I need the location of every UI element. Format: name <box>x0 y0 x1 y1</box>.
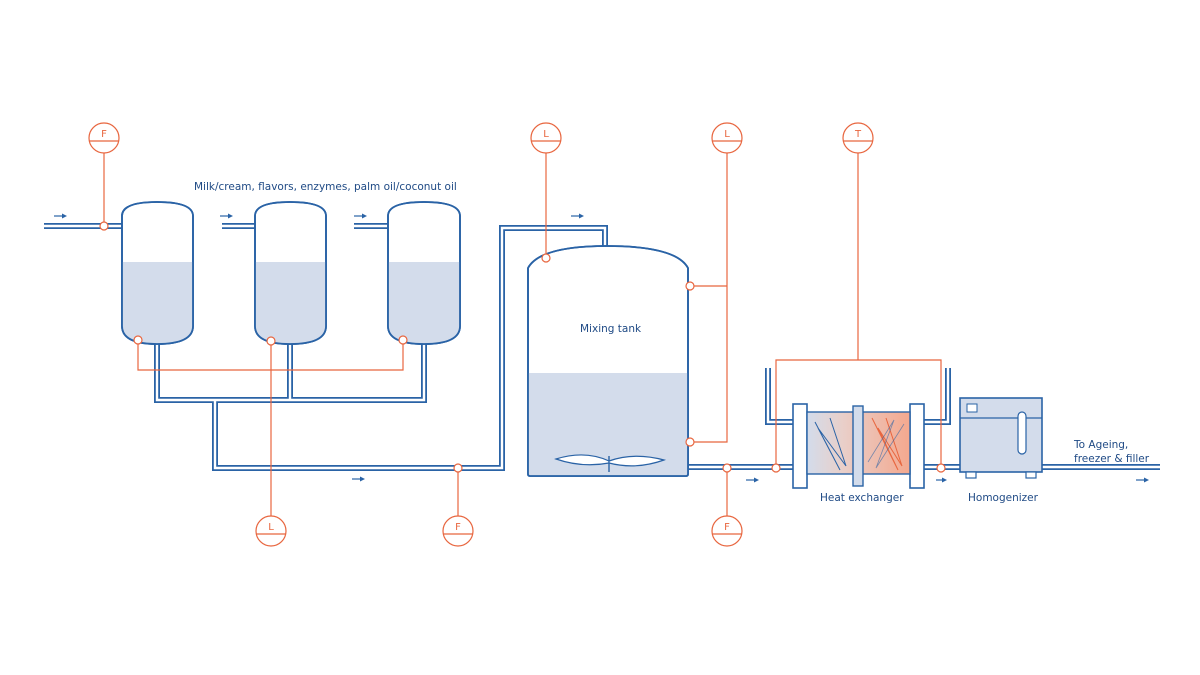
sensor-ports <box>99 221 946 473</box>
homogenizer <box>959 397 1043 479</box>
sensor-port <box>266 336 276 346</box>
mixing-tank <box>527 245 689 477</box>
instrument-level-1: L <box>255 515 287 547</box>
flow-arrow-icon <box>54 213 67 219</box>
instrument-letter: L <box>543 129 549 140</box>
sensor-port <box>771 463 781 473</box>
instrument-letter: F <box>101 129 107 140</box>
instrument-level-3: L <box>711 122 743 154</box>
homogenizer-label: Homogenizer <box>968 492 1039 504</box>
instrument-flow-3: F <box>711 515 743 547</box>
ingredient-tank-2 <box>254 201 327 345</box>
agitator-icon <box>554 454 667 472</box>
mixing-tank-label: Mixing tank <box>580 323 642 335</box>
heat-exchanger-label: Heat exchanger <box>820 492 904 504</box>
sensor-port <box>453 463 463 473</box>
instrument-temperature: T <box>842 122 874 154</box>
flow-arrow-icon <box>354 213 367 219</box>
sensor-port <box>99 221 109 231</box>
signal-lines <box>103 153 942 516</box>
flow-arrow-icon <box>1136 477 1149 483</box>
instrument-letter: L <box>724 129 730 140</box>
instrument-flow-2: F <box>442 515 474 547</box>
flow-arrow-icon <box>220 213 233 219</box>
flow-arrow-icon <box>352 476 365 482</box>
instrument-letter: L <box>268 522 274 533</box>
instrument-letter: F <box>724 522 730 533</box>
instrument-flow-1: F <box>88 122 120 154</box>
flow-arrow-icon <box>936 477 947 483</box>
sensor-port <box>722 463 732 473</box>
flow-arrows <box>54 213 1149 483</box>
sensor-port <box>936 463 946 473</box>
instrument-letter: F <box>455 522 461 533</box>
instrument-letter: T <box>854 129 862 140</box>
outlet-label-line2: freezer & filler <box>1074 453 1150 465</box>
ingredients-label: Milk/cream, flavors, enzymes, palm oil/c… <box>194 181 457 193</box>
instrument-level-2: L <box>530 122 562 154</box>
sensor-port <box>541 253 551 263</box>
ingredient-tank-1 <box>121 201 194 345</box>
sensor-port <box>398 335 408 345</box>
sensor-port <box>685 281 695 291</box>
sensor-port <box>133 335 143 345</box>
outlet-label-line1: To Ageing, <box>1073 439 1128 451</box>
flow-arrow-icon <box>571 213 584 219</box>
flow-arrow-icon <box>746 477 759 483</box>
ingredient-tank-3 <box>387 201 461 345</box>
sensor-port <box>685 437 695 447</box>
heat-exchanger <box>792 403 925 489</box>
